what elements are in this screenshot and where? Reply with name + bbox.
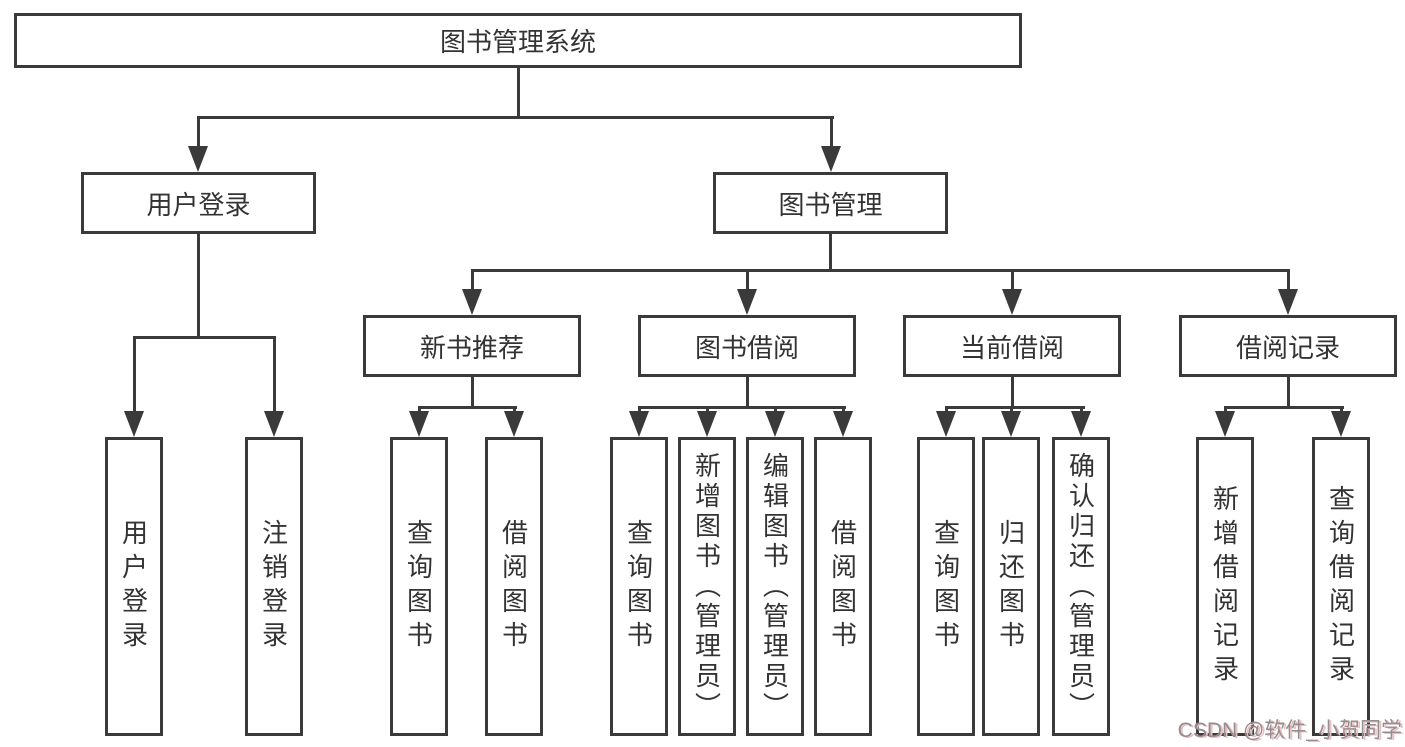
leaf-query-books-current: 查询图书 — [917, 437, 975, 736]
connector-line — [1286, 377, 1290, 409]
arrow-down-icon — [124, 411, 144, 437]
leaf-borrow-books: 借阅图书 — [814, 437, 872, 736]
connector-line — [417, 407, 421, 413]
connector-line — [196, 117, 200, 148]
node-root-label: 图书管理系统 — [439, 27, 596, 57]
leaf-query-books-current-label: 查询图书 — [930, 518, 961, 655]
arrow-down-icon — [1278, 289, 1298, 315]
arrow-down-icon — [821, 146, 841, 172]
connector-line — [272, 337, 276, 413]
node-root: 图书管理系统 — [14, 13, 1022, 68]
connector-line — [196, 234, 200, 338]
connector-line — [1009, 407, 1013, 413]
connector-line — [417, 405, 517, 409]
connector-line — [745, 377, 749, 409]
node-book-borrowing-label: 图书借阅 — [694, 332, 799, 363]
connector-line — [512, 407, 516, 413]
connector-line — [516, 68, 520, 117]
connector-line — [745, 270, 749, 291]
leaf-edit-book-admin: 编辑图书（管理员） — [746, 437, 804, 736]
arrow-down-icon — [629, 411, 649, 437]
connector-line — [1079, 407, 1083, 413]
leaf-query-books-borrow: 查询图书 — [610, 437, 668, 736]
leaf-add-book-admin-label: 新增图书（管理员） — [691, 451, 722, 722]
node-current-borrowing: 当前借阅 — [903, 315, 1121, 377]
leaf-edit-book-admin-label: 编辑图书（管理员） — [759, 451, 790, 722]
leaf-logout: 注销登录 — [245, 437, 303, 736]
arrow-down-icon — [1071, 411, 1091, 437]
leaf-return-book: 归还图书 — [982, 437, 1040, 736]
node-book-management-label: 图书管理 — [778, 189, 883, 220]
leaf-query-borrow-record: 查询借阅记录 — [1312, 437, 1370, 736]
node-new-book-recommend-label: 新书推荐 — [419, 332, 524, 363]
leaf-confirm-return-admin: 确认归还（管理员） — [1052, 437, 1110, 736]
connector-line — [841, 407, 845, 413]
leaf-add-book-admin: 新增图书（管理员） — [678, 437, 736, 736]
leaf-borrow-books-label: 借阅图书 — [827, 518, 858, 655]
connector-line — [1010, 270, 1014, 291]
leaf-add-borrow-record-label: 新增借阅记录 — [1209, 484, 1240, 689]
arrow-down-icon — [1002, 289, 1022, 315]
connector-line — [944, 405, 1085, 409]
leaf-user-login-label: 用户登录 — [118, 518, 149, 655]
connector-line — [829, 117, 833, 148]
node-user-login: 用户登录 — [81, 172, 316, 234]
arrow-down-icon — [504, 411, 524, 437]
node-book-management: 图书管理 — [713, 172, 948, 234]
connector-line — [1010, 377, 1014, 409]
leaf-logout-label: 注销登录 — [258, 518, 289, 655]
leaf-return-book-label: 归还图书 — [995, 518, 1026, 655]
leaf-borrow-books-recommend: 借阅图书 — [485, 437, 543, 736]
connector-line — [944, 407, 948, 413]
arrow-down-icon — [833, 411, 853, 437]
arrow-down-icon — [264, 411, 284, 437]
node-current-borrowing-label: 当前借阅 — [959, 332, 1064, 363]
arrow-down-icon — [765, 411, 785, 437]
connector-line — [470, 270, 474, 291]
connector-line — [1223, 405, 1344, 409]
watermark-text: CSDN @软件_小贺同学 — [1177, 719, 1402, 742]
leaf-borrow-books-recommend-label: 借阅图书 — [498, 518, 529, 655]
connector-line — [470, 268, 1290, 272]
node-new-book-recommend: 新书推荐 — [363, 315, 581, 377]
connector-line — [1339, 407, 1343, 413]
arrow-down-icon — [1331, 411, 1351, 437]
leaf-query-books-borrow-label: 查询图书 — [623, 518, 654, 655]
arrow-down-icon — [697, 411, 717, 437]
connector-line — [773, 407, 777, 413]
arrow-down-icon — [936, 411, 956, 437]
arrow-down-icon — [462, 289, 482, 315]
node-borrowing-records: 借阅记录 — [1179, 315, 1397, 377]
connector-line — [705, 407, 709, 413]
node-user-login-label: 用户登录 — [146, 189, 251, 220]
leaf-query-books-recommend: 查询图书 — [390, 437, 448, 736]
connector-line — [637, 407, 641, 413]
leaf-add-borrow-record: 新增借阅记录 — [1196, 437, 1254, 736]
connector-line — [470, 377, 474, 409]
arrow-down-icon — [1001, 411, 1021, 437]
leaf-confirm-return-admin-label: 确认归还（管理员） — [1065, 451, 1096, 722]
connector-line — [132, 335, 276, 339]
node-book-borrowing: 图书借阅 — [638, 315, 856, 377]
node-borrowing-records-label: 借阅记录 — [1235, 332, 1340, 363]
leaf-query-borrow-record-label: 查询借阅记录 — [1325, 484, 1356, 689]
connector-line — [1223, 407, 1227, 413]
connector-line — [637, 405, 846, 409]
arrow-down-icon — [1215, 411, 1235, 437]
connector-line — [196, 115, 834, 119]
leaf-user-login: 用户登录 — [105, 437, 163, 736]
connector-line — [828, 234, 832, 272]
connector-line — [1286, 270, 1290, 291]
leaf-query-books-recommend-label: 查询图书 — [403, 518, 434, 655]
arrow-down-icon — [737, 289, 757, 315]
connector-line — [132, 337, 136, 413]
arrow-down-icon — [188, 146, 208, 172]
arrow-down-icon — [409, 411, 429, 437]
